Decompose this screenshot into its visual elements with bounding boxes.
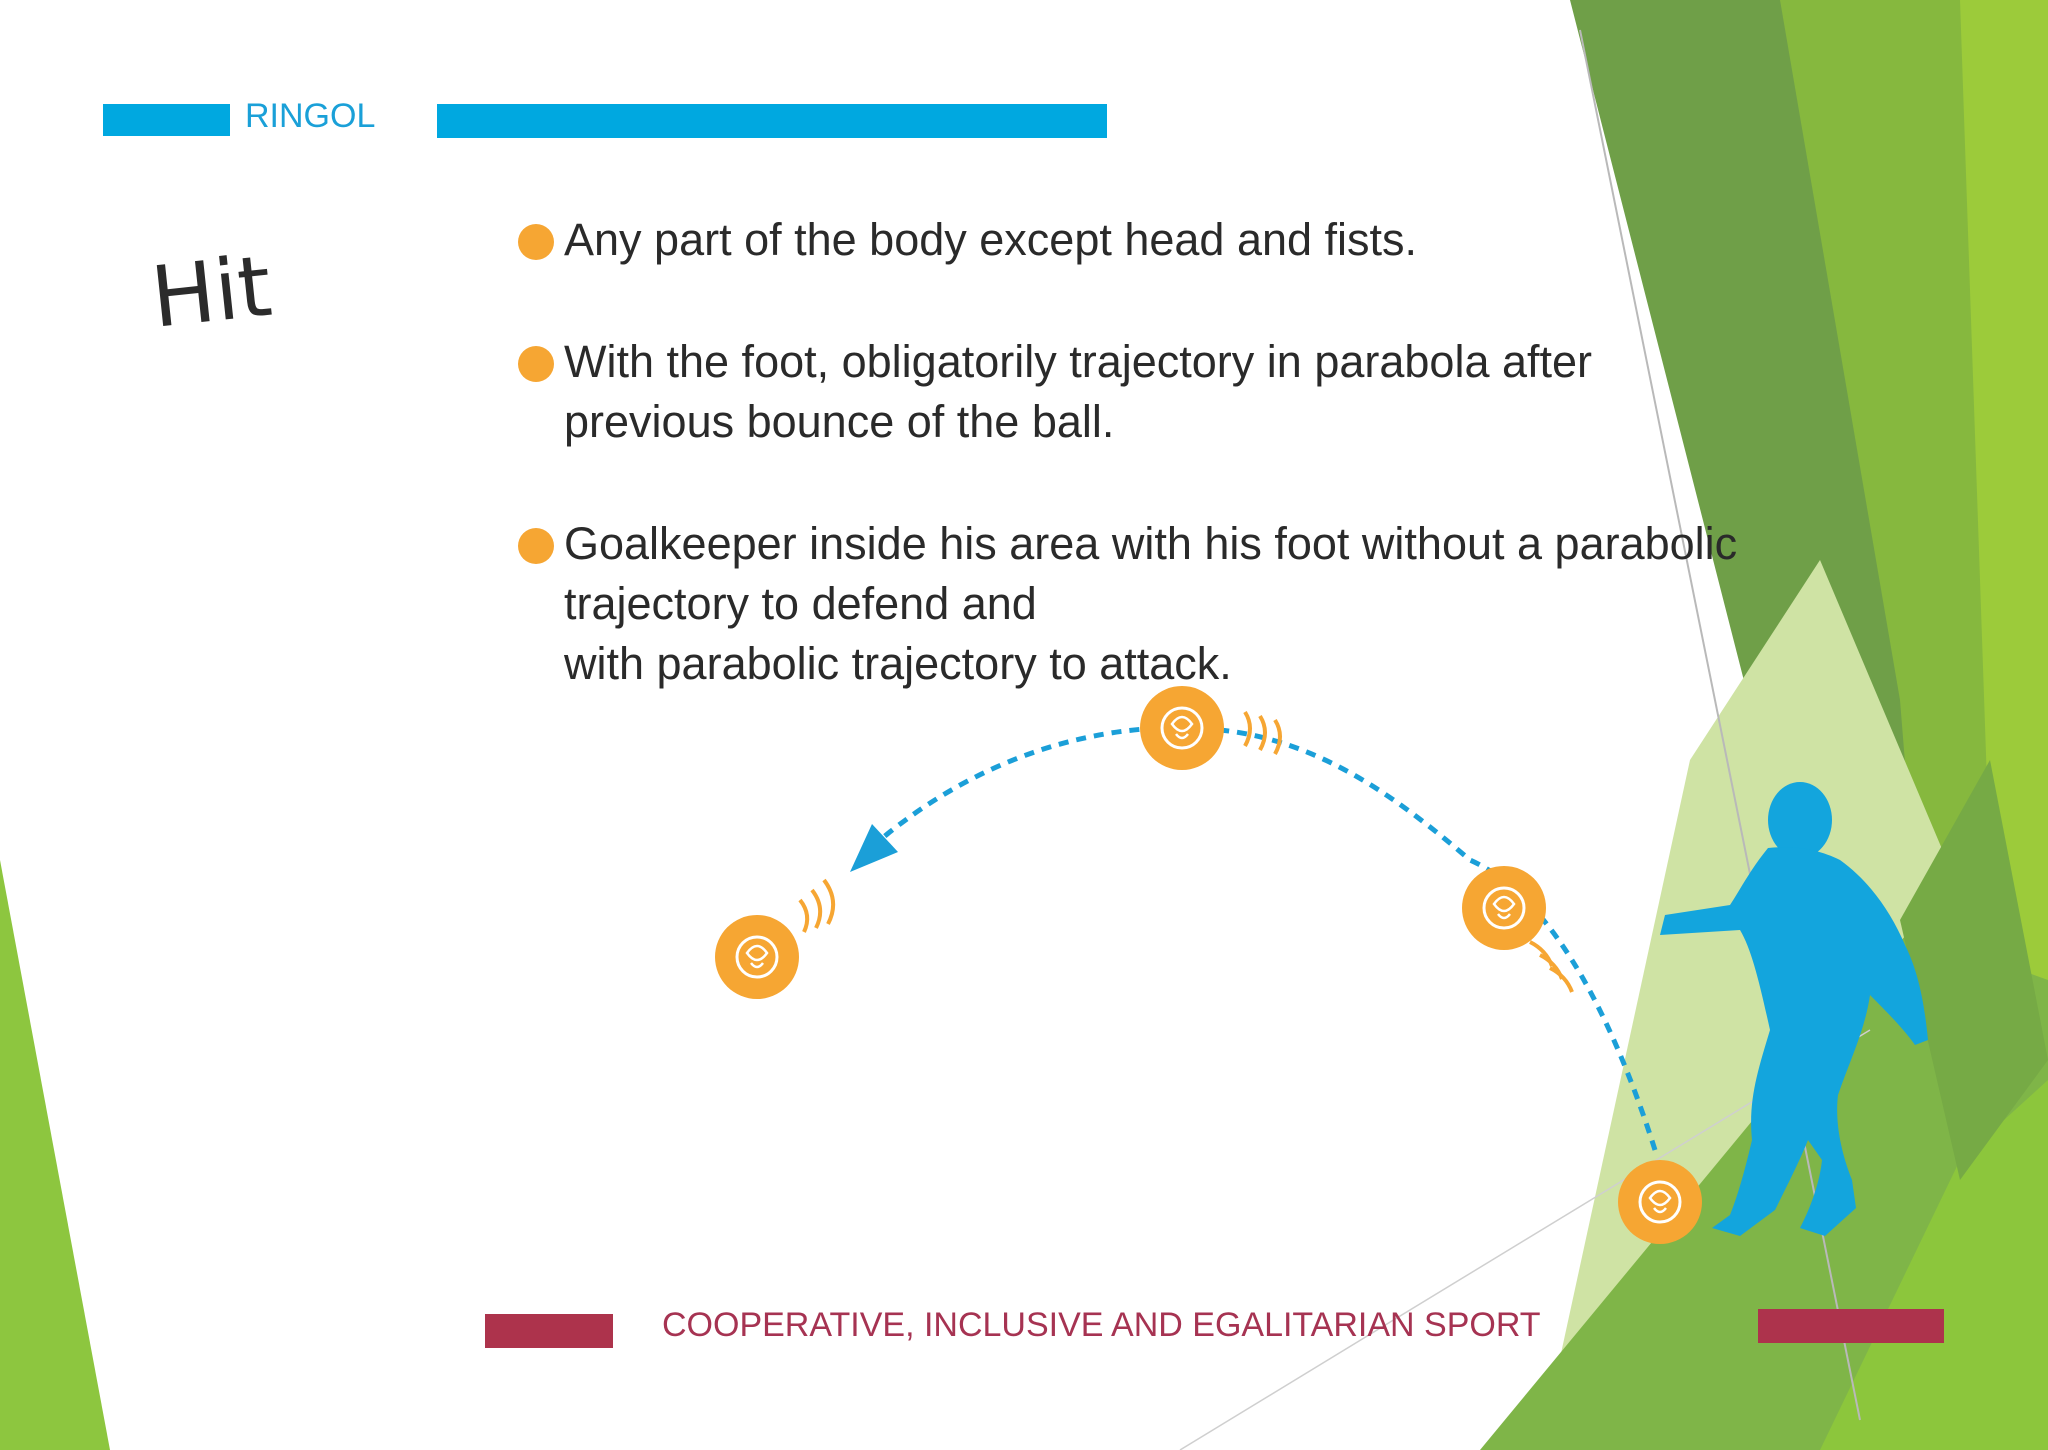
bullet-line: with parabolic trajectory to attack. [564,638,1232,689]
left-green-triangle [0,860,110,1450]
bullet-line: Goalkeeper inside his area with his foot… [564,518,1738,569]
bullet-line: With the foot, obligatorily trajectory i… [564,336,1593,387]
footer-tagline: COOPERATIVE, INCLUSIVE AND EGALITARIAN S… [662,1306,1541,1344]
footer-bar-right [1758,1309,1944,1343]
bullet-item: With the foot, obligatorily trajectory i… [518,332,1918,452]
bullet-dot-icon [518,346,554,382]
bullet-item: Goalkeeper inside his area with his foot… [518,514,1918,694]
bullet-line: Any part of the body except head and fis… [564,214,1418,265]
right-green-wedge [1900,760,2048,1180]
bullet-dot-icon [518,224,554,260]
right-green-lower-dark [1820,1080,2048,1450]
bullet-dot-icon [518,528,554,564]
bullet-list: Any part of the body except head and fis… [518,210,1918,756]
bullet-item: Any part of the body except head and fis… [518,210,1918,270]
header-label: RINGOL [245,97,376,135]
footer-bar-left [485,1314,613,1348]
bullet-line: trajectory to defend and [564,578,1037,629]
header-bar-right [437,104,1107,138]
bullet-line: previous bounce of the ball. [564,396,1115,447]
header-bar-left [103,104,230,136]
slide-title: Hit [146,236,276,347]
